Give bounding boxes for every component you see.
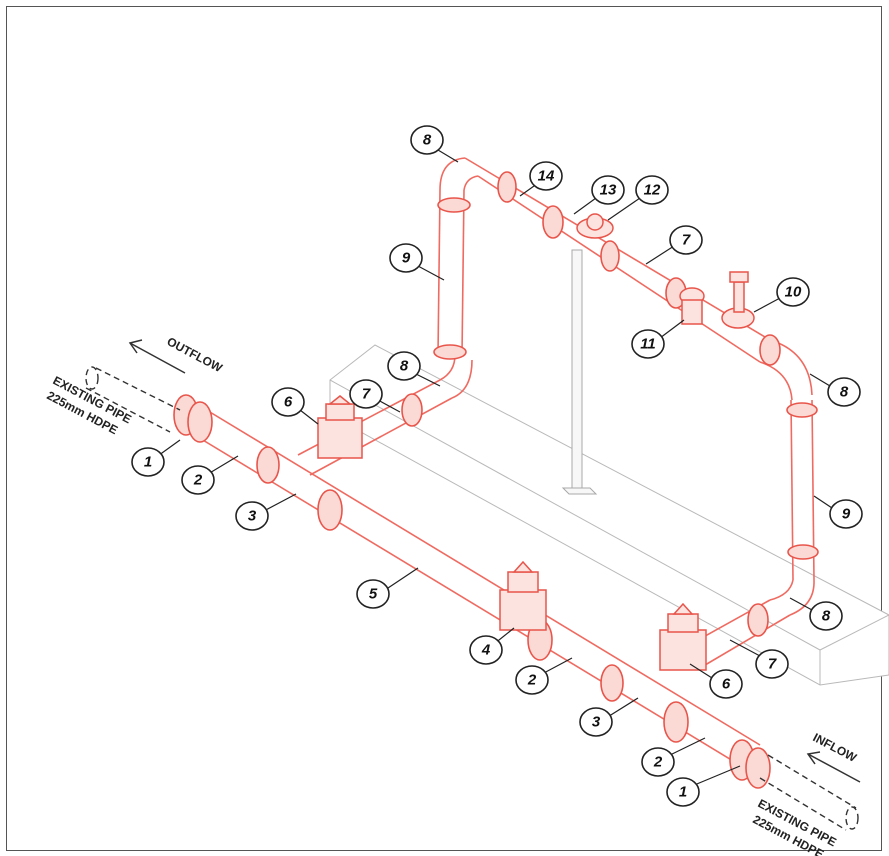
callout-number: 8 xyxy=(822,608,831,625)
flange xyxy=(256,446,280,484)
callout-number: 6 xyxy=(722,676,731,693)
pressure-valve xyxy=(721,271,755,329)
flange xyxy=(497,171,517,203)
callout: 8 xyxy=(410,125,459,163)
callout-number: 8 xyxy=(840,384,849,401)
flange xyxy=(600,664,624,702)
flange xyxy=(663,701,689,743)
flange xyxy=(786,402,818,418)
support-base xyxy=(561,487,598,495)
callout-number: 10 xyxy=(785,284,802,301)
gate-valve-upper-left xyxy=(317,395,363,459)
callout: 5 xyxy=(356,567,419,609)
callout: 6 xyxy=(271,387,319,425)
callout-number: 12 xyxy=(644,182,661,199)
callout: 1 xyxy=(131,439,181,477)
flange xyxy=(745,747,771,789)
callout: 7 xyxy=(349,379,401,413)
existing-pipe-inflow-stub xyxy=(759,754,859,831)
outflow-arrow xyxy=(128,339,186,374)
flange xyxy=(317,489,343,531)
callout: 9 xyxy=(813,495,863,529)
callout: 11 xyxy=(631,319,685,359)
flange xyxy=(187,401,213,443)
pipe-support-post xyxy=(571,249,583,489)
callouts: 1 2 3 5 1 2 3 4 2 6 7 8 9 8 14 13 12 7 1… xyxy=(131,125,863,807)
callout-number: 8 xyxy=(400,358,409,375)
flanges xyxy=(173,171,819,789)
flange xyxy=(401,393,423,427)
callout-number: 2 xyxy=(193,472,203,489)
callout: 2 xyxy=(515,657,573,695)
callout: 8 xyxy=(789,597,843,631)
callout-number: 7 xyxy=(682,232,691,249)
callout-number: 3 xyxy=(248,508,257,525)
callout-number: 3 xyxy=(592,714,601,731)
slab-edge xyxy=(819,614,889,651)
callout: 12 xyxy=(607,175,669,221)
callout: 8 xyxy=(387,351,441,387)
callout-number: 14 xyxy=(538,168,555,185)
callout-number: 1 xyxy=(679,784,687,801)
callout: 3 xyxy=(579,697,639,737)
meter-body xyxy=(576,213,614,239)
callout: 2 xyxy=(181,455,239,495)
callout-number: 5 xyxy=(369,586,378,603)
air-valve-tee xyxy=(679,287,705,325)
callout: 7 xyxy=(729,639,789,679)
flange xyxy=(787,544,819,560)
callout: 6 xyxy=(689,663,743,699)
callout-number: 7 xyxy=(768,656,777,673)
callout: 9 xyxy=(389,243,445,281)
outflow-label: OUTFLOW xyxy=(165,334,226,375)
flange xyxy=(600,240,620,272)
callout: 10 xyxy=(753,277,810,313)
callout: 2 xyxy=(641,737,706,777)
flange xyxy=(759,334,781,366)
callout-number: 13 xyxy=(600,182,617,199)
flange xyxy=(437,197,471,213)
gate-valve-main xyxy=(499,560,547,631)
main-pipe-run xyxy=(177,399,761,771)
callout: 14 xyxy=(519,161,563,197)
existing-pipe-outflow-stub xyxy=(85,366,181,433)
flange xyxy=(542,205,564,239)
callout: 4 xyxy=(469,627,515,665)
inflow-arrow xyxy=(806,751,861,783)
callout: 8 xyxy=(809,373,861,407)
callout: 3 xyxy=(235,493,297,531)
callout-number: 9 xyxy=(842,506,851,523)
callout: 13 xyxy=(573,175,625,215)
callout-number: 11 xyxy=(640,336,656,353)
callout-number: 8 xyxy=(423,132,432,149)
gate-valve-lower-right xyxy=(659,602,707,671)
callout-number: 9 xyxy=(402,250,411,267)
callout-number: 6 xyxy=(284,394,293,411)
flange xyxy=(433,344,467,360)
callout-number: 4 xyxy=(481,642,491,659)
callout-number: 2 xyxy=(653,754,663,771)
callout: 7 xyxy=(645,225,703,265)
callout-number: 2 xyxy=(527,672,537,689)
callout-number: 1 xyxy=(144,454,152,471)
callout-number: 7 xyxy=(362,386,371,403)
flange xyxy=(747,603,769,637)
callout: 1 xyxy=(666,765,741,807)
